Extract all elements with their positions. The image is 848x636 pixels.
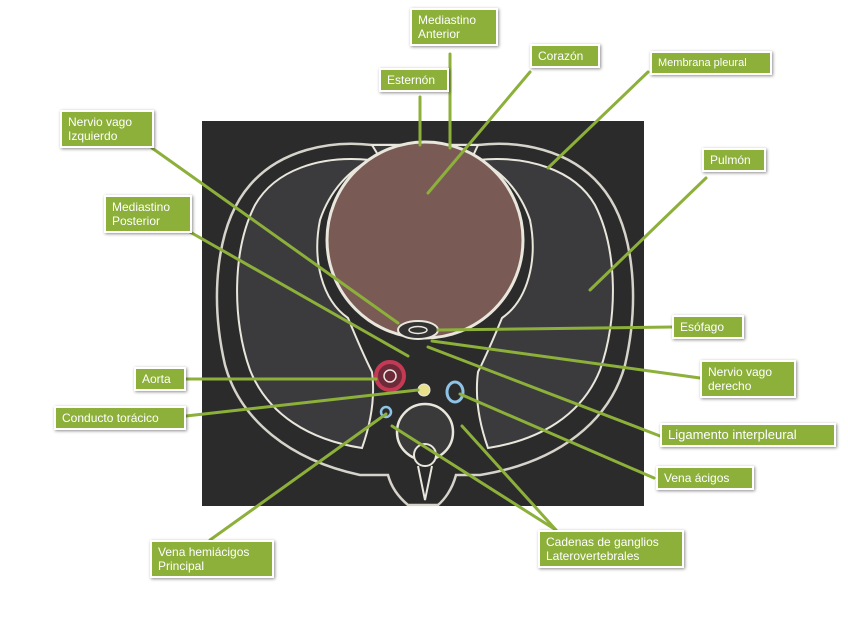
leader-conducto-toracico — [186, 390, 418, 416]
label-aorta: Aorta — [134, 367, 186, 391]
label-cadenas-ganglios: Cadenas de ganglios Laterovertebrales — [538, 530, 684, 568]
leader-ligamento-interpleural — [428, 347, 660, 436]
label-nervio-vago-derecho: Nervio vago derecho — [700, 360, 796, 398]
label-vena-hemiacigos: Vena hemiácigos Principal — [150, 540, 274, 578]
leader-nervio-vago-izquierdo — [152, 148, 398, 323]
leader-esofago — [438, 327, 672, 330]
label-mediastino-posterior: Mediastino Posterior — [104, 195, 192, 233]
leader-pulmon — [590, 178, 706, 290]
label-vena-acigos: Vena ácigos — [656, 466, 754, 490]
label-membrana-pleural: Membrana pleural — [650, 51, 772, 75]
label-pulmon: Pulmón — [702, 148, 766, 172]
leader-cadenas-ganglios-a — [392, 426, 556, 530]
label-esofago: Esófago — [672, 315, 744, 339]
label-esternon: Esternón — [379, 68, 449, 92]
label-ligamento-interpleural: Ligamento interpleural — [660, 423, 836, 447]
leader-vena-hemiacigos — [210, 414, 386, 540]
leader-mediastino-posterior — [190, 232, 408, 356]
label-corazon: Corazón — [530, 44, 600, 68]
leader-vena-acigos — [460, 394, 654, 478]
label-mediastino-anterior: Mediastino Anterior — [410, 8, 498, 46]
leader-nervio-vago-derecho — [432, 341, 700, 378]
label-conducto-toracico: Conducto torácico — [54, 406, 186, 430]
leader-membrana-pleural — [548, 72, 648, 168]
label-nervio-vago-izquierdo: Nervio vago Izquierdo — [60, 110, 154, 148]
